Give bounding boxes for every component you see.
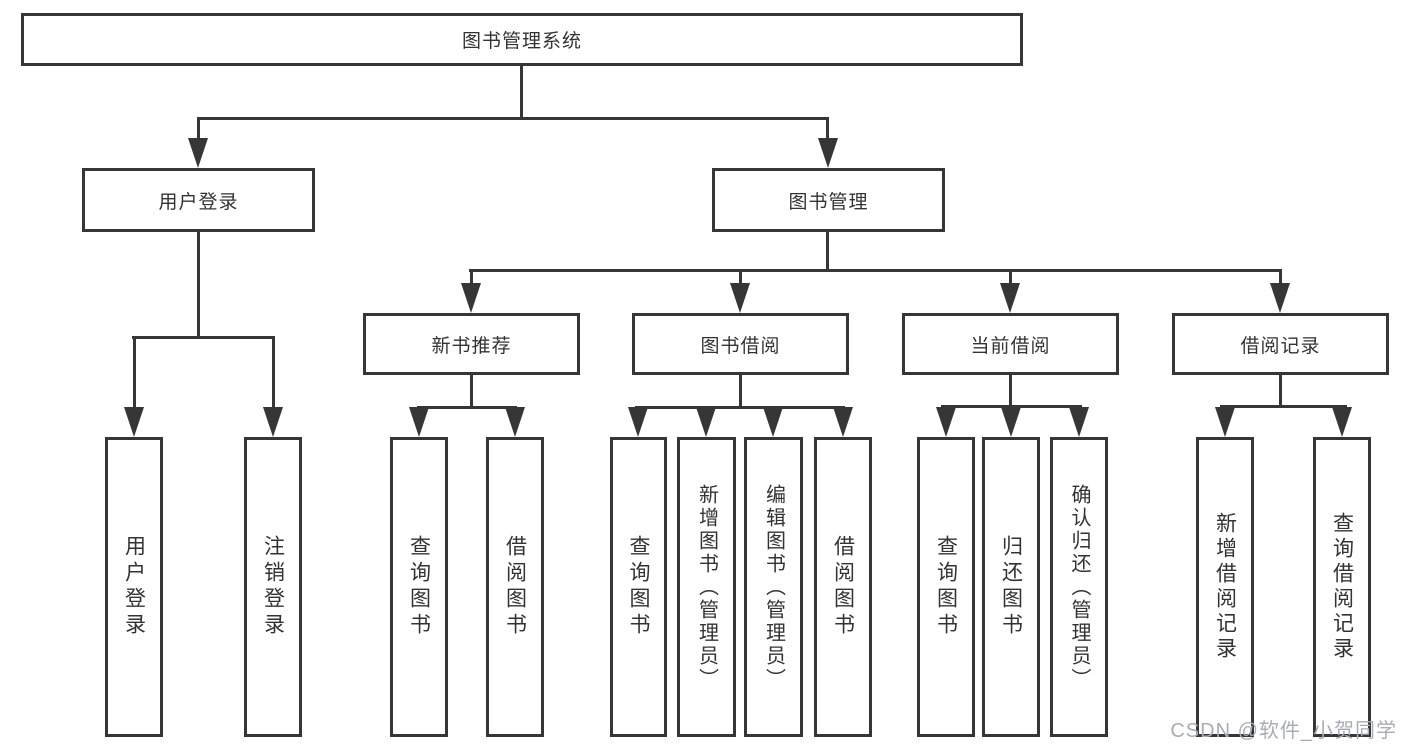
node-user-login: 用户登录 [82,168,315,232]
node-book-borrowing: 图书借阅 [632,313,849,375]
arrowhead-down-icon [188,138,208,168]
connector-hline [941,405,1082,408]
connector-vline [520,66,523,119]
connector-hline [132,336,275,339]
arrowhead-down-icon [1000,283,1020,313]
arrowhead-down-icon [124,407,144,437]
node-label: 用户登录 [158,191,239,213]
connector-vline [133,336,136,410]
arrowhead-down-icon [1270,283,1290,313]
node-label: 用户登录 [122,535,146,639]
node-label: 新增借阅记录 [1213,512,1237,662]
arrowhead-down-icon [1001,407,1021,437]
node-new-book-recommend: 新书推荐 [363,313,580,375]
node-label: 借阅记录 [1240,335,1321,357]
node-label: 图书管理系统 [461,31,582,52]
arrowhead-down-icon [461,283,481,313]
connector-hline [635,406,845,409]
leaf-logout: 注销登录 [244,437,302,737]
node-current-borrowing: 当前借阅 [902,313,1119,375]
arrowhead-down-icon [1215,407,1235,437]
arrowhead-down-icon [409,407,429,437]
connector-hline [1220,405,1347,408]
node-label: 查询图书 [627,535,650,639]
node-label: 新书推荐 [431,335,512,357]
connector-vline [470,375,473,408]
arrowhead-down-icon [1069,407,1089,437]
arrowhead-down-icon [1332,407,1352,437]
connector-vline [1009,269,1012,286]
leaf-borrow-books-borrowing: 借阅图书 [814,437,872,737]
connector-vline [739,269,742,286]
arrowhead-down-icon [833,407,853,437]
leaf-add-books-admin: 新增图书（管理员） [677,437,736,737]
node-label: 归还图书 [999,535,1023,639]
node-label: 查询图书 [407,535,431,639]
leaf-edit-books-admin: 编辑图书（管理员） [744,437,803,737]
node-label: 借阅图书 [831,535,855,639]
node-label: 编辑图书（管理员） [762,483,785,691]
node-label: 查询图书 [934,535,958,639]
arrowhead-down-icon [696,407,716,437]
leaf-borrow-books-recommend: 借阅图书 [486,437,544,737]
connector-hline [197,117,829,120]
connector-vline [826,117,829,141]
arrowhead-down-icon [818,138,838,168]
leaf-query-books-borrowing: 查询图书 [610,437,667,737]
leaf-user-login: 用户登录 [105,437,163,737]
connector-vline [1279,269,1282,286]
node-book-management: 图书管理 [712,168,945,232]
connector-vline [197,117,200,141]
node-label: 注销登录 [261,535,285,639]
arrowhead-down-icon [763,407,783,437]
node-label: 当前借阅 [970,335,1051,357]
node-label: 借阅图书 [503,535,527,639]
arrowhead-down-icon [505,407,525,437]
leaf-query-borrow-record: 查询借阅记录 [1313,437,1371,737]
leaf-return-books: 归还图书 [982,437,1040,737]
connector-vline [272,336,275,410]
arrowhead-down-icon [936,407,956,437]
node-label: 新增图书（管理员） [695,483,718,691]
connector-vline [197,232,200,339]
connector-hline [417,406,517,409]
node-label: 图书管理 [788,191,869,213]
connector-vline [470,269,473,286]
leaf-query-books-recommend: 查询图书 [390,437,448,737]
arrowhead-down-icon [628,407,648,437]
node-label: 查询借阅记录 [1330,512,1354,662]
connector-vline [739,375,742,408]
connector-vline [1279,375,1282,407]
node-label: 图书借阅 [700,335,781,357]
leaf-add-borrow-record: 新增借阅记录 [1196,437,1254,737]
arrowhead-down-icon [263,407,283,437]
connector-vline [826,232,829,271]
connector-hline [469,269,1282,272]
leaf-confirm-return-admin: 确认归还（管理员） [1050,437,1108,737]
node-label: 确认归还（管理员） [1068,483,1090,691]
arrowhead-down-icon [730,283,750,313]
node-borrowing-records: 借阅记录 [1172,313,1389,375]
leaf-query-books-current: 查询图书 [917,437,975,737]
node-root-library-system: 图书管理系统 [21,13,1023,66]
csdn-watermark: CSDN @软件_小贺同学 [1170,720,1397,742]
connector-vline [1009,375,1012,407]
